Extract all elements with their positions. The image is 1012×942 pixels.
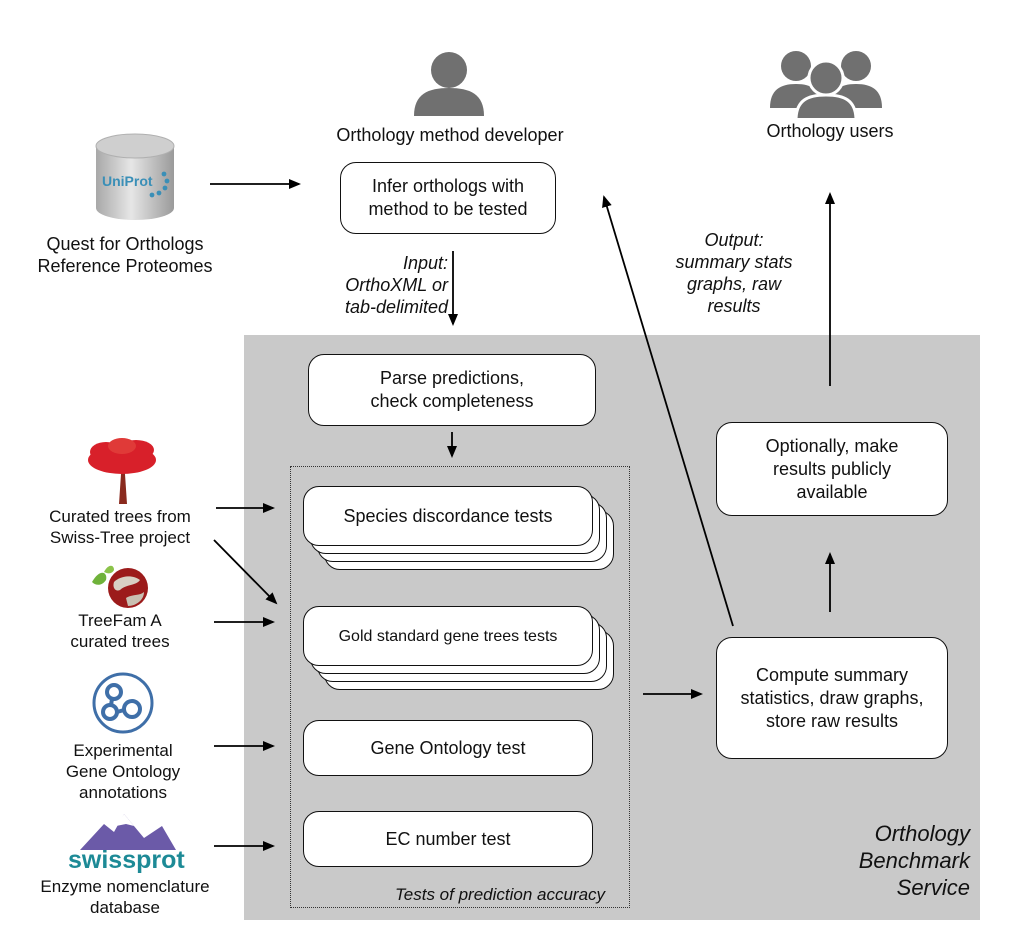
service-label: Orthology Benchmark Service (800, 820, 970, 901)
enzyme-label: Enzyme nomenclature database (20, 876, 230, 918)
reference-label-line1: Quest for Orthologs (46, 234, 204, 254)
treefam-line1: TreeFam A (78, 611, 162, 630)
developer-label: Orthology method developer (336, 125, 564, 145)
reference-proteomes-label: Quest for Orthologs Reference Proteomes (20, 233, 230, 277)
ec-number-test-box: EC number test (303, 811, 593, 867)
ec-number-test-label: EC number test (385, 828, 511, 849)
users-group-icon (770, 51, 882, 118)
gold-standard-label: Gold standard gene trees tests (338, 627, 558, 645)
input-note-line3: tab-delimited (344, 297, 448, 317)
tests-group-label: Tests of prediction accuracy (394, 885, 606, 904)
treefam-globe-icon (92, 565, 148, 608)
geneontology-line3: annotations (79, 783, 167, 802)
compute-line1: Compute summary (755, 664, 909, 685)
geneontology-line1: Experimental (73, 741, 173, 760)
service-label-line3: Service (896, 875, 970, 900)
gold-standard-box: Gold standard gene trees tests (303, 606, 593, 666)
swisstree-label: Curated trees from Swiss-Tree project (20, 506, 220, 548)
input-format-note: Input: OrthoXML or tab-delimited (318, 252, 448, 318)
gene-ontology-test-box: Gene Ontology test (303, 720, 593, 776)
input-note-line1: Input: (402, 253, 448, 273)
compute-line3: store raw results (765, 710, 899, 731)
service-label-line2: Benchmark (858, 848, 970, 873)
compute-line2: statistics, draw graphs, (740, 687, 924, 708)
tests-group-frame (290, 466, 630, 908)
uniprot-database-icon: UniProt (95, 133, 175, 220)
swissprot-logo-text: swissprot (68, 846, 185, 874)
parse-predictions-box: Parse predictions, check completeness (308, 354, 596, 426)
output-note-line2: summary stats (675, 252, 793, 272)
person-icon (414, 52, 484, 116)
arrow-compute-to-developer (602, 195, 734, 627)
infer-orthologs-box: Infer orthologs with method to be tested (340, 162, 556, 234)
publish-line2: results publicly (772, 458, 892, 479)
users-label: Orthology users (766, 121, 894, 141)
input-note-line2: OrthoXML or (345, 275, 448, 295)
swisstree-line1: Curated trees from (49, 507, 191, 526)
uniprot-logo-text: UniProt (102, 173, 153, 189)
enzyme-line2: database (90, 898, 160, 917)
species-discordance-box: Species discordance tests (303, 486, 593, 546)
output-note-line1: Output: (704, 230, 764, 250)
output-note-line3: graphs, raw (686, 274, 782, 294)
infer-line1: Infer orthologs with (371, 176, 525, 196)
geneontology-line2: Gene Ontology (65, 762, 181, 781)
parse-line2: check completeness (370, 391, 534, 411)
publish-results-box: Optionally, make results publicly availa… (716, 422, 948, 516)
arrow-swisstree-to-gold (213, 539, 278, 605)
service-label-line1: Orthology (874, 821, 970, 846)
infer-line2: method to be tested (368, 199, 528, 219)
swisstree-line2: Swiss-Tree project (49, 528, 191, 547)
compute-summary-box: Compute summary statistics, draw graphs,… (716, 637, 948, 759)
tree-icon (88, 438, 156, 504)
parse-line1: Parse predictions, (379, 368, 525, 388)
enzyme-line1: Enzyme nomenclature (40, 877, 210, 896)
output-note-line4: results (707, 296, 761, 316)
treefam-label: TreeFam A curated trees (30, 610, 210, 652)
swissprot-logo-icon: swissprot (68, 814, 185, 874)
species-discordance-label: Species discordance tests (343, 505, 553, 526)
output-note: Output: summary stats graphs, raw result… (664, 229, 804, 317)
publish-line1: Optionally, make (765, 435, 899, 456)
treefam-line2: curated trees (70, 632, 170, 651)
publish-line3: available (796, 481, 868, 502)
gene-ontology-test-label: Gene Ontology test (370, 737, 526, 758)
gene-ontology-icon (92, 672, 154, 734)
geneontology-label: Experimental Gene Ontology annotations (30, 740, 216, 803)
reference-label-line2: Reference Proteomes (37, 256, 213, 276)
